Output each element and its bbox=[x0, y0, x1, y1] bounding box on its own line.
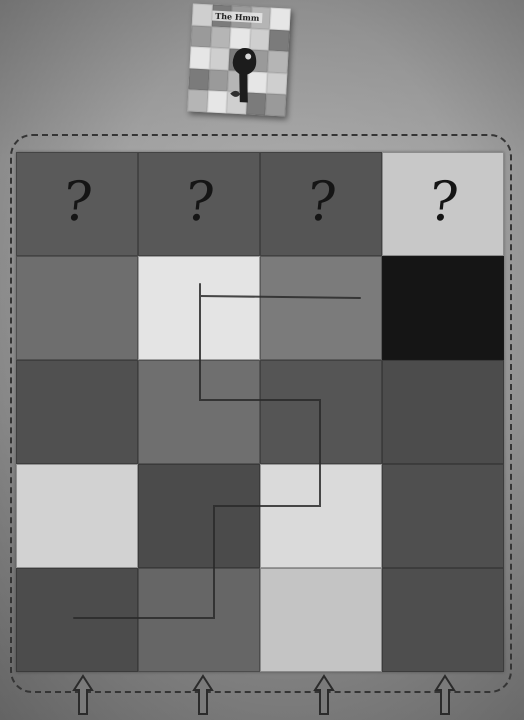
book-cover-tile bbox=[266, 94, 287, 117]
book-cover-tile bbox=[187, 90, 208, 113]
book-cover-tile bbox=[268, 51, 289, 74]
board-cell bbox=[138, 464, 260, 568]
book-cover-tile bbox=[190, 47, 211, 70]
book-cover-tile bbox=[188, 68, 209, 91]
board-cell bbox=[260, 256, 382, 360]
board-cell: ? bbox=[260, 152, 382, 256]
arrow-up-icon bbox=[434, 674, 456, 716]
book-cover-thumbnail: The Hmm bbox=[187, 4, 291, 117]
board-cell bbox=[16, 568, 138, 672]
board-cell bbox=[16, 464, 138, 568]
arrow-up-icon bbox=[313, 674, 335, 716]
board-cell bbox=[260, 360, 382, 464]
arrow-up-icon bbox=[192, 674, 214, 716]
book-cover-tile bbox=[269, 29, 290, 52]
arrow-up-icon bbox=[72, 674, 94, 716]
board-cell: ? bbox=[16, 152, 138, 256]
board-cell bbox=[16, 360, 138, 464]
question-mark: ? bbox=[182, 175, 217, 229]
board-cell bbox=[260, 568, 382, 672]
board-cell bbox=[16, 256, 138, 360]
board-cell bbox=[138, 256, 260, 360]
board-cell bbox=[260, 464, 382, 568]
question-mark: ? bbox=[304, 175, 339, 229]
book-cover-tile bbox=[191, 25, 212, 48]
board-cell bbox=[382, 256, 504, 360]
board-cell bbox=[138, 568, 260, 672]
book-cover-tile bbox=[267, 72, 288, 95]
board-cell bbox=[382, 360, 504, 464]
book-cover-tile bbox=[270, 8, 291, 31]
board-cell bbox=[382, 464, 504, 568]
book-cover-figure-icon bbox=[222, 43, 265, 107]
board-cell bbox=[382, 568, 504, 672]
question-mark: ? bbox=[426, 175, 461, 229]
board-cell: ? bbox=[382, 152, 504, 256]
puzzle-board: ???? bbox=[16, 152, 504, 672]
board-cell: ? bbox=[138, 152, 260, 256]
book-cover-tile bbox=[192, 4, 213, 27]
board-cell bbox=[138, 360, 260, 464]
question-mark: ? bbox=[60, 175, 95, 229]
